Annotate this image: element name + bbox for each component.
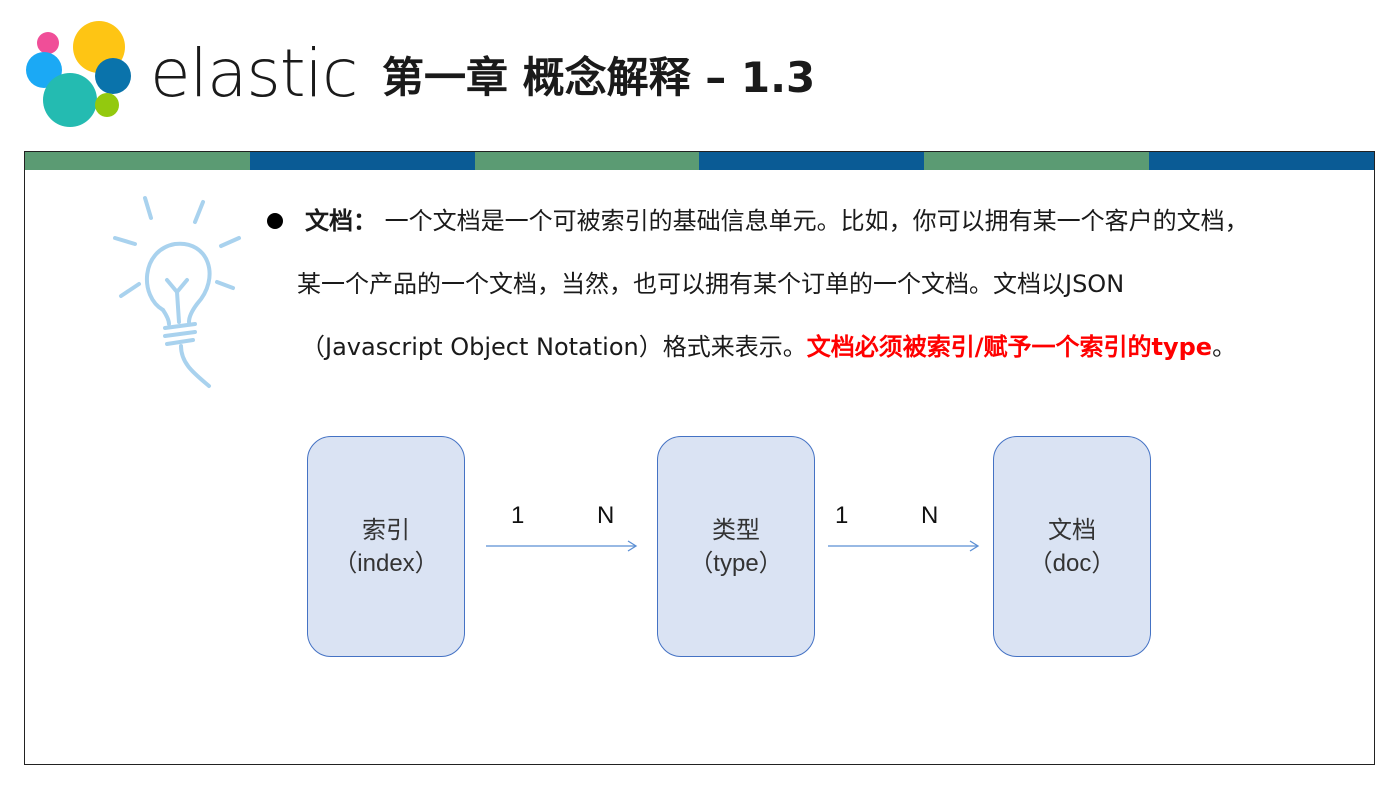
stripe-green (474, 152, 700, 170)
logo-teal-petal (43, 73, 97, 127)
cardinality-many-label: N (921, 502, 939, 529)
index-node-label: 索引 (362, 515, 410, 544)
stripe-green (924, 152, 1150, 170)
term-label: 文档： (305, 207, 377, 235)
index-node-sub: （index） (333, 549, 439, 577)
doc-node: 文档 （doc） (993, 436, 1151, 657)
line3-end: 。 (1212, 333, 1237, 361)
color-stripe-bar (25, 152, 1374, 170)
stripe-blue (249, 152, 475, 170)
doc-node-label: 文档 (1048, 515, 1096, 544)
type-node: 类型 （type） (657, 436, 815, 657)
stripe-blue (1149, 152, 1374, 170)
paragraph-line-3: （Javascript Object Notation）格式来表示。文档必须被索… (265, 330, 1355, 393)
logo-green-petal (95, 93, 119, 117)
type-node-sub: （type） (689, 549, 783, 577)
lightbulb-icon (113, 196, 241, 388)
cardinality-one-label: 1 (835, 502, 849, 529)
cardinality-one-label: 1 (511, 502, 525, 529)
line2-text: 某一个产品的一个文档，当然，也可以拥有某个订单的一个文档。文档以JSON (297, 270, 1125, 298)
index-to-type-arrow (486, 540, 638, 552)
paragraph-line-1: 文档： 一个文档是一个可被索引的基础信息单元。比如，你可以拥有某一个客户的文档， (265, 204, 1355, 267)
emphasis-text: 文档必须被索引/赋予一个索引的type (806, 333, 1213, 361)
chapter-title: 第一章 概念解释 – 1.3 (382, 53, 816, 102)
logo-pink-petal (37, 32, 59, 54)
logo-lightblue-petal (26, 52, 62, 88)
logo-blue-petal (95, 58, 131, 94)
line3-text: （Javascript Object Notation）格式来表示。 (301, 333, 807, 361)
stripe-green (25, 152, 250, 170)
type-to-doc-arrow (828, 540, 980, 552)
cardinality-many-label: N (597, 502, 615, 529)
stripe-blue (699, 152, 925, 170)
doc-node-sub: （doc） (1028, 549, 1116, 577)
paragraph-line-2: 某一个产品的一个文档，当然，也可以拥有某个订单的一个文档。文档以JSON (265, 267, 1355, 330)
brand-name: elastic (150, 35, 358, 112)
content-frame: 文档： 一个文档是一个可被索引的基础信息单元。比如，你可以拥有某一个客户的文档，… (24, 151, 1375, 765)
index-node: 索引 （index） (307, 436, 465, 657)
type-node-label: 类型 (712, 515, 760, 544)
line1-text: 一个文档是一个可被索引的基础信息单元。比如，你可以拥有某一个客户的文档， (384, 207, 1249, 235)
document-definition-paragraph: 文档： 一个文档是一个可被索引的基础信息单元。比如，你可以拥有某一个客户的文档，… (265, 204, 1355, 393)
bullet-dot (267, 213, 283, 229)
elastic-logo (26, 21, 131, 127)
